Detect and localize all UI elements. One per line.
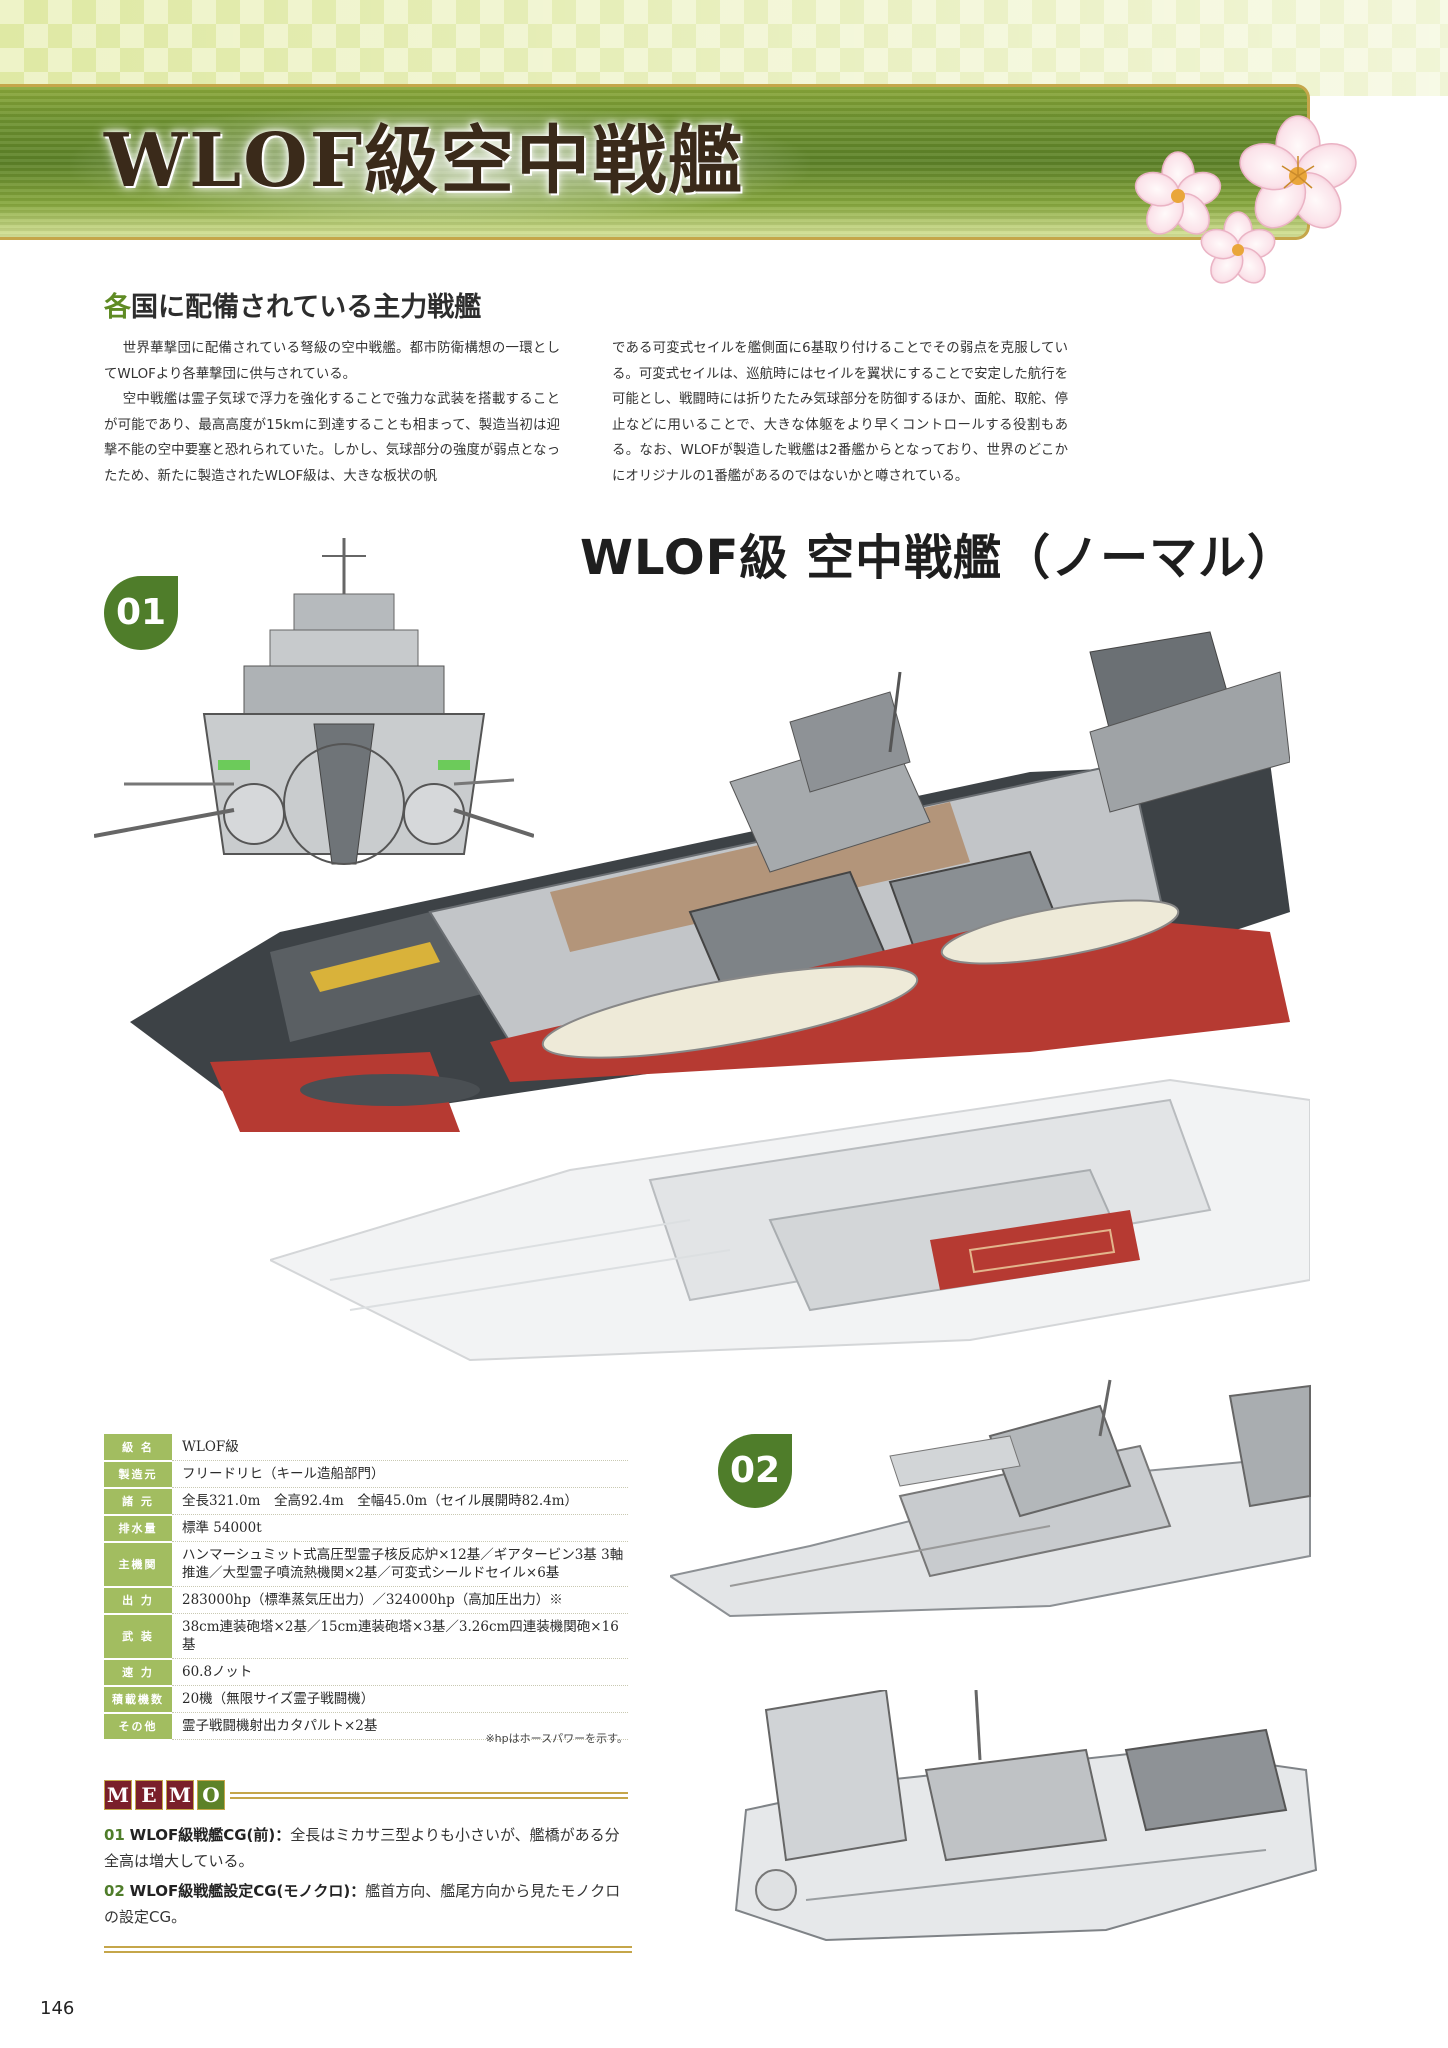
spec-label: 出 力 — [104, 1586, 172, 1615]
intro-paragraph: 空中戦艦は霊子気球で浮力を強化することで強力な武装を搭載することが可能であり、最… — [104, 392, 560, 484]
spec-value: 60.8ノット — [172, 1658, 628, 1686]
spec-label: その他 — [104, 1712, 172, 1741]
memo-item-number: 02 — [104, 1882, 125, 1900]
memo-divider — [230, 1792, 628, 1799]
spec-value: WLOF級 — [172, 1434, 628, 1461]
header-fade — [0, 0, 1448, 96]
spec-label: 積載機数 — [104, 1685, 172, 1714]
table-row: 排水量標準 54000t — [104, 1514, 628, 1543]
memo-heading: M E M O — [104, 1780, 628, 1814]
table-row: 諸 元全長321.0m 全高92.4m 全幅45.0m（セイル展開時82.4m） — [104, 1487, 628, 1516]
spec-value: 全長321.0m 全高92.4m 全幅45.0m（セイル展開時82.4m） — [172, 1487, 628, 1515]
section-heading: 各国に配備されている主力戦艦 — [104, 288, 481, 328]
spec-value: 標準 54000t — [172, 1514, 628, 1542]
spec-value: 38cm連装砲塔×2基／15cm連装砲塔×3基／3.26cm四連装機関砲×16基 — [172, 1613, 628, 1659]
memo-item-title: WLOF級戦艦CG(前)： — [129, 1826, 291, 1844]
memo-item-title: WLOF級戦艦設定CG(モノクロ)： — [129, 1882, 366, 1900]
memo-letter: M — [166, 1780, 194, 1810]
memo-letters: M E M O — [104, 1780, 228, 1810]
section-heading-accent: 各 — [104, 292, 131, 323]
battleship-monochrome-illustration — [270, 1078, 1310, 1362]
spec-label: 級 名 — [104, 1434, 172, 1462]
memo-letter: O — [197, 1780, 225, 1810]
memo-item-text: 艦首方向、艦尾方向から見たモノクロの設定CG。 — [104, 1882, 621, 1926]
battleship-front-view-illustration — [94, 538, 534, 865]
cherry-blossom-icon — [1134, 115, 1357, 284]
section-heading-text: 国に配備されている主力戦艦 — [131, 292, 482, 323]
badge-02: 02 — [718, 1434, 792, 1508]
page-title: WLOF級空中戦艦 — [104, 118, 745, 204]
badge-01: 01 — [104, 576, 178, 650]
memo-item: 02 WLOF級戦艦設定CG(モノクロ)：艦首方向、艦尾方向から見たモノクロの設… — [104, 1878, 632, 1930]
title-band — [0, 84, 1310, 240]
title-glow — [70, 105, 810, 225]
memo-bottom-rule — [104, 1946, 632, 1953]
spec-footnote: ※hpはホースパワーを示す。 — [485, 1732, 628, 1745]
spec-label: 主機関 — [104, 1541, 172, 1588]
spec-value: 20機（無限サイズ霊子戦闘機） — [172, 1685, 628, 1713]
intro-column-left: 世界華撃団に配備されている弩級の空中戦艦。都市防衛構想の一環としてWLOFより各… — [104, 336, 560, 489]
intro-column-right: である可変式セイルを艦側面に6基取り付けることでその弱点を克服している。可変式セ… — [612, 336, 1068, 489]
monochrome-cg-stern-view — [734, 1690, 1318, 1942]
ship-title: WLOF級 空中戦艦（ノーマル） — [580, 530, 1297, 586]
monochrome-cg-bow-view — [670, 1379, 1311, 1618]
spec-value: フリードリヒ（キール造船部門） — [172, 1460, 628, 1488]
spec-label: 製造元 — [104, 1460, 172, 1489]
spec-label: 排水量 — [104, 1514, 172, 1543]
memo-letter: M — [104, 1780, 132, 1810]
spec-value: ハンマーシュミット式高圧型霊子核反応炉×12基／ギアタービン3基 3軸推進／大型… — [172, 1541, 628, 1587]
memo-item: 01 WLOF級戦艦CG(前)：全長はミカサ三型よりも小さいが、艦橋がある分全高… — [104, 1822, 632, 1874]
spec-value: 283000hp（標準蒸気圧出力）／324000hp（高加圧出力）※ — [172, 1586, 628, 1614]
battleship-cg-illustration — [130, 631, 1290, 1132]
spec-label: 諸 元 — [104, 1487, 172, 1516]
spec-label: 武 装 — [104, 1613, 172, 1660]
table-row: 製造元フリードリヒ（キール造船部門） — [104, 1460, 628, 1489]
memo-item-text: 全長はミカサ三型よりも小さいが、艦橋がある分全高は増大している。 — [104, 1826, 620, 1870]
memo-letter: E — [135, 1780, 163, 1810]
table-row: その他霊子戦闘機射出カタパルト×2基 — [104, 1712, 628, 1741]
intro-paragraph: である可変式セイルを艦側面に6基取り付けることでその弱点を克服している。可変式セ… — [612, 341, 1068, 484]
spec-value: 霊子戦闘機射出カタパルト×2基 — [172, 1712, 628, 1740]
intro-paragraph: 世界華撃団に配備されている弩級の空中戦艦。都市防衛構想の一環としてWLOFより各… — [104, 341, 560, 382]
spec-label: 速 力 — [104, 1658, 172, 1687]
table-row: 主機関ハンマーシュミット式高圧型霊子核反応炉×12基／ギアタービン3基 3軸推進… — [104, 1541, 628, 1588]
page-number: 146 — [40, 1998, 75, 2019]
memo-item-number: 01 — [104, 1826, 125, 1844]
